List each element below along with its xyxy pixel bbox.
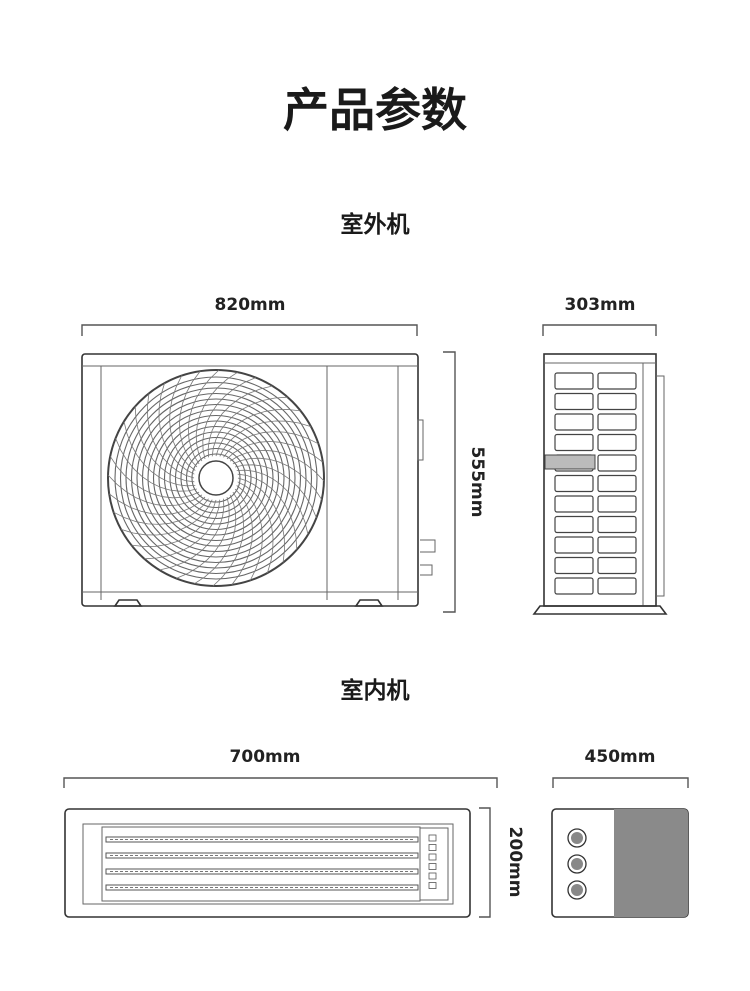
louver xyxy=(105,836,419,843)
indoor-depth-bracket xyxy=(552,777,689,788)
vent-slot xyxy=(554,536,594,554)
vent-slot xyxy=(554,433,594,452)
vent-slot xyxy=(554,474,594,493)
vent-slot xyxy=(554,556,594,575)
outdoor-depth-label: 303mm xyxy=(565,295,636,315)
outdoor-unit-side-drawing xyxy=(532,353,668,615)
control-button xyxy=(428,834,437,842)
vent-slot xyxy=(597,495,637,513)
vent-slot xyxy=(597,372,637,390)
vent-slot xyxy=(554,392,594,411)
page-title: 产品参数 xyxy=(283,83,467,137)
outdoor-height-bracket xyxy=(443,351,456,613)
vent-slot xyxy=(554,413,594,431)
indoor-depth-label: 450mm xyxy=(585,747,656,767)
louver xyxy=(105,852,419,859)
indoor-width-bracket xyxy=(63,777,498,788)
fan-grille-icon xyxy=(107,369,325,587)
vent-slot xyxy=(597,536,637,554)
outdoor-depth-bracket xyxy=(542,324,657,336)
louver xyxy=(105,868,419,875)
indoor-width-label: 700mm xyxy=(230,747,301,767)
indoor-height-bracket xyxy=(479,807,491,918)
vent-slot xyxy=(597,515,637,534)
vent-slot xyxy=(554,372,594,390)
indoor-height-label: 200mm xyxy=(505,827,525,898)
vent-slot xyxy=(597,474,637,493)
vent-slot xyxy=(597,577,637,595)
vent-slot xyxy=(597,413,637,431)
vent-slot xyxy=(554,577,594,595)
outdoor-heading: 室外机 xyxy=(341,211,410,238)
outdoor-unit-front-drawing xyxy=(81,353,436,607)
outdoor-height-label: 555mm xyxy=(467,447,487,518)
vent-slot xyxy=(554,515,594,534)
vent-slot xyxy=(554,495,594,513)
vent-slot xyxy=(597,454,637,472)
indoor-heading: 室内机 xyxy=(341,677,410,704)
control-button xyxy=(428,872,437,880)
control-button xyxy=(428,882,437,889)
louver xyxy=(105,884,419,891)
outdoor-width-bracket xyxy=(81,324,418,336)
vent-slot xyxy=(597,433,637,452)
control-button xyxy=(428,844,437,851)
indoor-unit-front-drawing xyxy=(64,808,471,918)
vent-slot xyxy=(597,392,637,411)
indoor-unit-side-drawing xyxy=(551,808,689,918)
vent-slot xyxy=(597,556,637,575)
control-button xyxy=(428,853,437,861)
outdoor-width-label: 820mm xyxy=(215,295,286,315)
control-button xyxy=(428,863,437,870)
